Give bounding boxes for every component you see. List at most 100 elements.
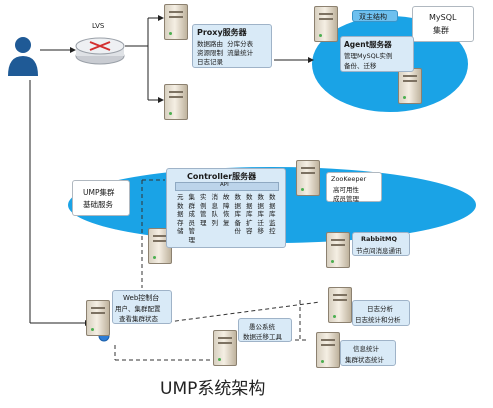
user-icon (8, 37, 38, 76)
controller-module-char: 列 (211, 218, 219, 227)
controller-module-char: 消 (211, 193, 219, 201)
controller-module-char: 例 (200, 201, 207, 210)
controller-module-char: 实 (200, 193, 207, 201)
info-stats-box: 信息统计 集群状态统计 (340, 340, 396, 366)
controller-module-char: 数 (246, 193, 253, 201)
ump-cluster-line-1: UMP集群 (83, 188, 115, 197)
info-stats-title: 信息统计 (353, 345, 379, 353)
arrowhead-mysql (308, 57, 314, 63)
agent-line-1: 管理MySQL实例 (344, 52, 393, 60)
controller-module-char: 集 (188, 193, 196, 201)
controller-module-char: 移 (257, 227, 265, 235)
dual-master-label: 双主结构 (359, 13, 387, 21)
controller-module-char: 数 (269, 193, 276, 201)
controller-module-5: 故障恢复 (223, 193, 232, 227)
mysql-cluster-line-1: MySQL (429, 13, 457, 22)
web-console-box: Web控制台 用户、集群配置 查看集群状态 (112, 290, 172, 324)
controller-module-char: 据 (269, 201, 276, 210)
controller-module-char: 备 (234, 218, 242, 227)
controller-module-char: 数 (257, 193, 265, 201)
controller-module-char: 容 (246, 227, 253, 235)
controller-module-char: 息 (211, 201, 219, 210)
agent-title: Agent服务器 (344, 40, 392, 49)
web-server-icon (86, 300, 110, 336)
controller-module-char: 库 (257, 210, 265, 218)
web-line-2: 查看集群状态 (119, 315, 158, 323)
controller-module-char: 存 (177, 218, 184, 227)
agent-line-2: 备份、迁移 (344, 62, 377, 70)
proxy-title: Proxy服务器 (197, 28, 247, 37)
api-bar: API (175, 182, 279, 191)
rabbitmq-line-1: 节点间消息通讯 (356, 247, 402, 255)
ump-cluster-box: UMP集群 基础服务 (72, 180, 130, 216)
controller-title: Controller服务器 (187, 172, 257, 181)
zookeeper-title: ZooKeeper (331, 175, 367, 183)
proxy-line-3: 日志记录 (197, 58, 223, 66)
controller-module-9: 数据库监控 (269, 193, 278, 236)
api-label: API (220, 182, 229, 188)
controller-module-4: 消息队列 (212, 193, 221, 227)
lvs-router-icon (75, 37, 125, 65)
controller-module-char: 控 (269, 227, 276, 235)
controller-module-char: 据 (246, 201, 253, 210)
dashed-web-log (167, 301, 321, 323)
controller-module-char: 储 (177, 227, 184, 235)
controller-module-char: 元 (177, 193, 184, 201)
controller-module-char: 理 (200, 218, 207, 227)
log-server-icon (328, 287, 352, 323)
controller-module-char: 员 (188, 218, 196, 227)
controller-module-char: 管 (200, 210, 207, 218)
zookeeper-server-icon (296, 160, 320, 196)
agent-box: Agent服务器 管理MySQL实例 备份、迁移 (340, 36, 414, 72)
controller-module-6: 数据库备份 (235, 193, 244, 236)
zookeeper-line-1: 高可用性 (333, 186, 359, 194)
controller-module-char: 迁 (257, 218, 265, 227)
agent-server-1-icon (314, 6, 338, 42)
proxy-box: Proxy服务器 数据路由 分库分表 资源限制 流量统计 日志记录 (192, 24, 272, 68)
agent-server-2-icon (398, 68, 422, 104)
zookeeper-box: ZooKeeper 高可用性 成员管理 (326, 172, 382, 203)
controller-module-8: 数据库迁移 (258, 193, 267, 236)
controller-module-char: 恢 (223, 210, 230, 218)
controller-module-char: 数 (177, 201, 184, 210)
diagram-title: UMP系统架构 (160, 379, 266, 399)
controller-module-7: 数据库扩容 (246, 193, 255, 236)
controller-module-char: 数 (234, 193, 242, 201)
controller-module-char: 库 (246, 210, 253, 218)
controller-module-2: 集群成员管理 (189, 193, 198, 244)
log-analysis-box: 日志分析 日志统计和分析 (352, 300, 410, 326)
controller-module-char: 管 (188, 227, 196, 235)
controller-module-3: 实例管理 (200, 193, 209, 227)
log-analysis-title: 日志分析 (367, 305, 393, 313)
controller-module-char: 监 (269, 218, 276, 227)
ump-cluster-line-2: 基础服务 (83, 200, 113, 209)
proxy-server-1-icon (164, 4, 188, 40)
proxy-server-2-icon (164, 84, 188, 120)
arrowhead-proxy1 (158, 15, 164, 21)
rabbitmq-box: RabbitMQ 节点间消息通讯 (352, 232, 410, 256)
controller-module-char: 理 (188, 235, 196, 244)
web-title: Web控制台 (123, 294, 160, 302)
zookeeper-line-2: 成员管理 (333, 195, 359, 203)
mysql-cluster-line-2: 集群 (433, 26, 449, 35)
controller-module-char: 据 (177, 210, 184, 218)
controller-module-char: 障 (223, 201, 230, 210)
log-analysis-line-1: 日志统计和分析 (355, 316, 401, 324)
controller-module-char: 份 (234, 227, 242, 235)
controller-module-char: 队 (211, 210, 219, 218)
controller-module-char: 据 (234, 201, 242, 210)
rabbitmq-title: RabbitMQ (361, 235, 398, 243)
arrowhead-lvs (70, 47, 76, 53)
stats-server-icon (316, 332, 340, 368)
mysql-cluster-box: MySQL 集群 (412, 6, 474, 42)
controller-module-char: 据 (257, 201, 265, 210)
info-stats-line-1: 集群状态统计 (345, 356, 384, 364)
migration-box: 愚公系统 数据迁移工具 (238, 318, 292, 342)
arrowhead-proxy2 (158, 97, 164, 103)
migration-line-1: 数据迁移工具 (243, 333, 282, 341)
web-line-1: 用户、集群配置 (115, 305, 161, 313)
dual-master-badge: 双主结构 (352, 10, 398, 22)
controller-module-char: 故 (223, 193, 230, 201)
proxy-line-2: 资源限制 流量统计 (197, 49, 254, 57)
controller-module-char: 扩 (246, 218, 253, 227)
